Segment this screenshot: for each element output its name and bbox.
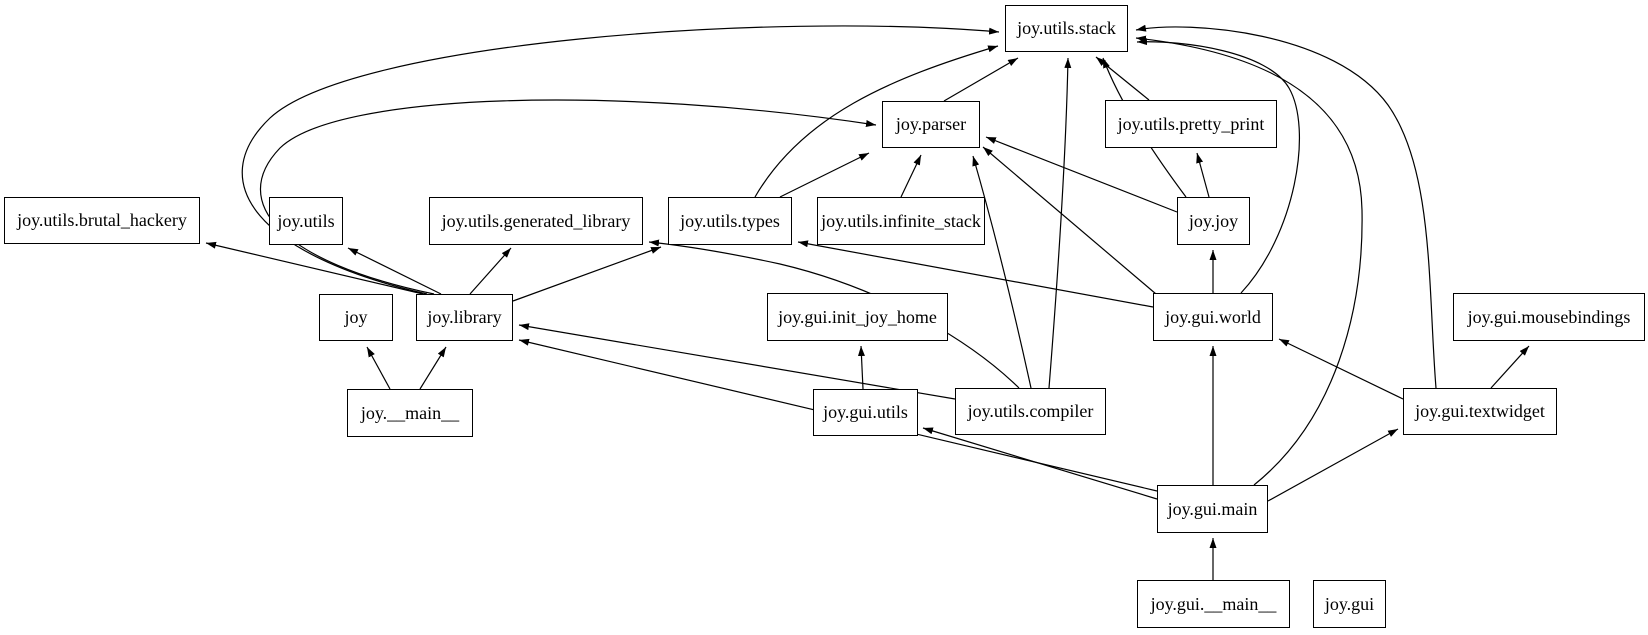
node-label: joy.gui.mousebindings [1467,306,1631,327]
edge-joy.utils.compiler-to-joy.utils.generated_library [648,239,1020,389]
node-gui_utils: joy.gui.utils [813,389,918,436]
node-label: joy.gui.__main__ [1150,593,1277,614]
node-label: joy.utils.stack [1017,18,1116,38]
node-init_joy_home: joy.gui.init_joy_home [767,293,948,341]
edge-joy.utils.infinite_stack-to-joy.parser [900,154,922,198]
node-world: joy.gui.world [1153,293,1273,341]
node-utils: joy.utils [269,197,343,245]
node-parser: joy.parser [882,101,980,148]
node-pretty_print: joy.utils.pretty_print [1105,100,1277,148]
node-brutal_hackery: joy.utils.brutal_hackery [4,197,200,244]
node-label: joy.parser [895,114,967,134]
edge-joy.library-to-joy.utils.generated_library [469,247,512,295]
edge-joy.__main__-to-joy.library [419,346,447,390]
edge-joy.utils.types-to-joy.parser [779,152,870,198]
node-label: joy.__main__ [360,402,460,423]
node-types: joy.utils.types [668,197,792,245]
node-gui: joy.gui [1313,580,1386,628]
edge-joy.library-to-joy.parser [260,99,877,295]
node-mousebindings: joy.gui.mousebindings [1453,293,1645,341]
node-gui_main: joy.gui.main [1157,485,1268,533]
node-label: joy.utils.compiler [967,401,1094,421]
edge-joy.utils.compiler-to-joy.parser [972,155,1032,389]
edge-joy.utils.pretty_print-to-joy.utils.stack [1095,56,1150,101]
node-label: joy.utils.types [680,210,780,231]
node-label: joy [344,307,368,327]
edge-joy.library-to-joy.utils.brutal_hackery [205,241,424,295]
node-joy: joy [319,294,393,341]
edge-joy.gui.textwidget-to-joy.utils.stack [1135,24,1437,389]
edge-joy.gui.utils-to-joy.gui.init_joy_home [857,345,865,390]
node-label: joy.utils.generated_library [441,210,631,231]
node-stack: joy.utils.stack [1005,5,1128,52]
edge-joy.library-to-joy.utils.stack [241,25,1000,295]
node-joy_joy: joy.joy [1177,197,1250,245]
edge-joy.parser-to-joy.utils.stack [943,57,1019,102]
node-label: joy.gui.main [1167,498,1258,519]
node-label: joy.gui.textwidget [1415,401,1545,421]
node-generated_library: joy.utils.generated_library [429,197,643,245]
node-label: joy.gui.utils [823,402,908,422]
node-textwidget: joy.gui.textwidget [1403,388,1557,435]
node-label: joy.utils [277,210,335,231]
node-library: joy.library [416,294,513,341]
node-compiler: joy.utils.compiler [955,388,1106,435]
edge-joy.library-to-joy.utils.types [512,246,662,302]
edge-joy.utils.compiler-to-joy.library [518,323,956,400]
node-label: joy.library [427,307,502,327]
edge-joy.gui.textwidget-to-joy.gui.world [1278,338,1404,400]
edge-joy.gui.main-to-joy.utils.stack [1135,35,1363,486]
edge-joy.utils.types-to-joy.utils.stack [754,45,999,198]
edge-joy.__main__-to-joy [366,346,391,390]
edges-group [205,24,1530,580]
node-main_: joy.__main__ [347,389,473,437]
edge-joy.gui.main-to-joy.gui.textwidget [1267,428,1399,502]
edge-joy.library-to-joy.utils [347,247,442,295]
edge-joy.gui.world-to-joy.utils.types [797,240,1154,308]
node-label: joy.gui.world [1165,306,1261,327]
node-infinite_stack: joy.utils.infinite_stack [817,197,985,245]
node-label: joy.utils.infinite_stack [821,210,981,231]
node-label: joy.utils.pretty_print [1117,113,1265,134]
node-label: joy.gui.init_joy_home [778,306,937,327]
edge-joy.joy-to-joy.parser [985,136,1178,213]
node-label: joy.utils.brutal_hackery [17,210,187,230]
edge-joy.utils.compiler-to-joy.utils.stack [1048,57,1072,389]
node-label: joy.joy [1188,210,1239,231]
edge-joy.gui.textwidget-to-joy.gui.mousebindings [1490,345,1530,389]
node-gui_main_: joy.gui.__main__ [1137,580,1290,628]
edge-joy.gui.world-to-joy.utils.stack [1136,38,1300,294]
edge-joy.joy-to-joy.utils.pretty_print [1196,152,1210,198]
edge-joy.gui.world-to-joy.parser [982,146,1157,295]
node-label: joy.gui [1324,593,1375,614]
